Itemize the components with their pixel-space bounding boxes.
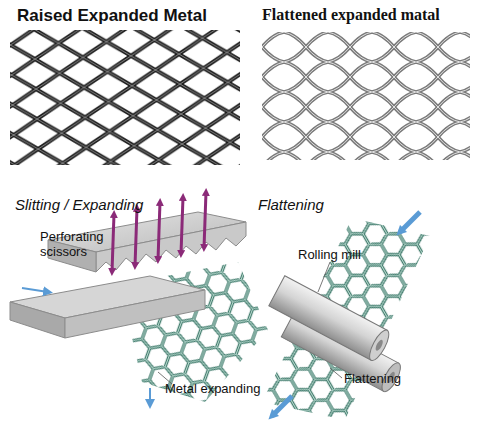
output-arrow xyxy=(272,396,292,416)
input-arrow xyxy=(400,212,420,232)
part-name: Perforating scissors xyxy=(40,230,120,260)
section-title: Slitting / Expanding xyxy=(15,196,143,213)
panel-heading: Flattened expanded matal xyxy=(262,6,440,24)
rolling-mill xyxy=(262,212,430,420)
perforating-blade xyxy=(96,222,246,272)
slitting-machine xyxy=(10,192,268,404)
section-title: Flattening xyxy=(258,196,324,213)
panel-heading: Raised Expanded Metal xyxy=(17,6,207,26)
leader-line xyxy=(318,262,330,292)
part-name: Rolling mill xyxy=(298,248,361,263)
upper-roller xyxy=(269,276,393,363)
lower-die-side xyxy=(65,290,205,338)
part-name: Metal expanding xyxy=(165,382,260,397)
lower-die-front xyxy=(10,302,65,338)
flattened-mesh xyxy=(262,32,470,160)
output-arrow xyxy=(149,388,151,404)
leader-line xyxy=(330,368,342,378)
part-name: Flattening xyxy=(344,372,401,387)
mesh-sheet xyxy=(262,218,430,420)
feed-arrow xyxy=(22,288,48,292)
raised-mesh xyxy=(10,30,240,165)
